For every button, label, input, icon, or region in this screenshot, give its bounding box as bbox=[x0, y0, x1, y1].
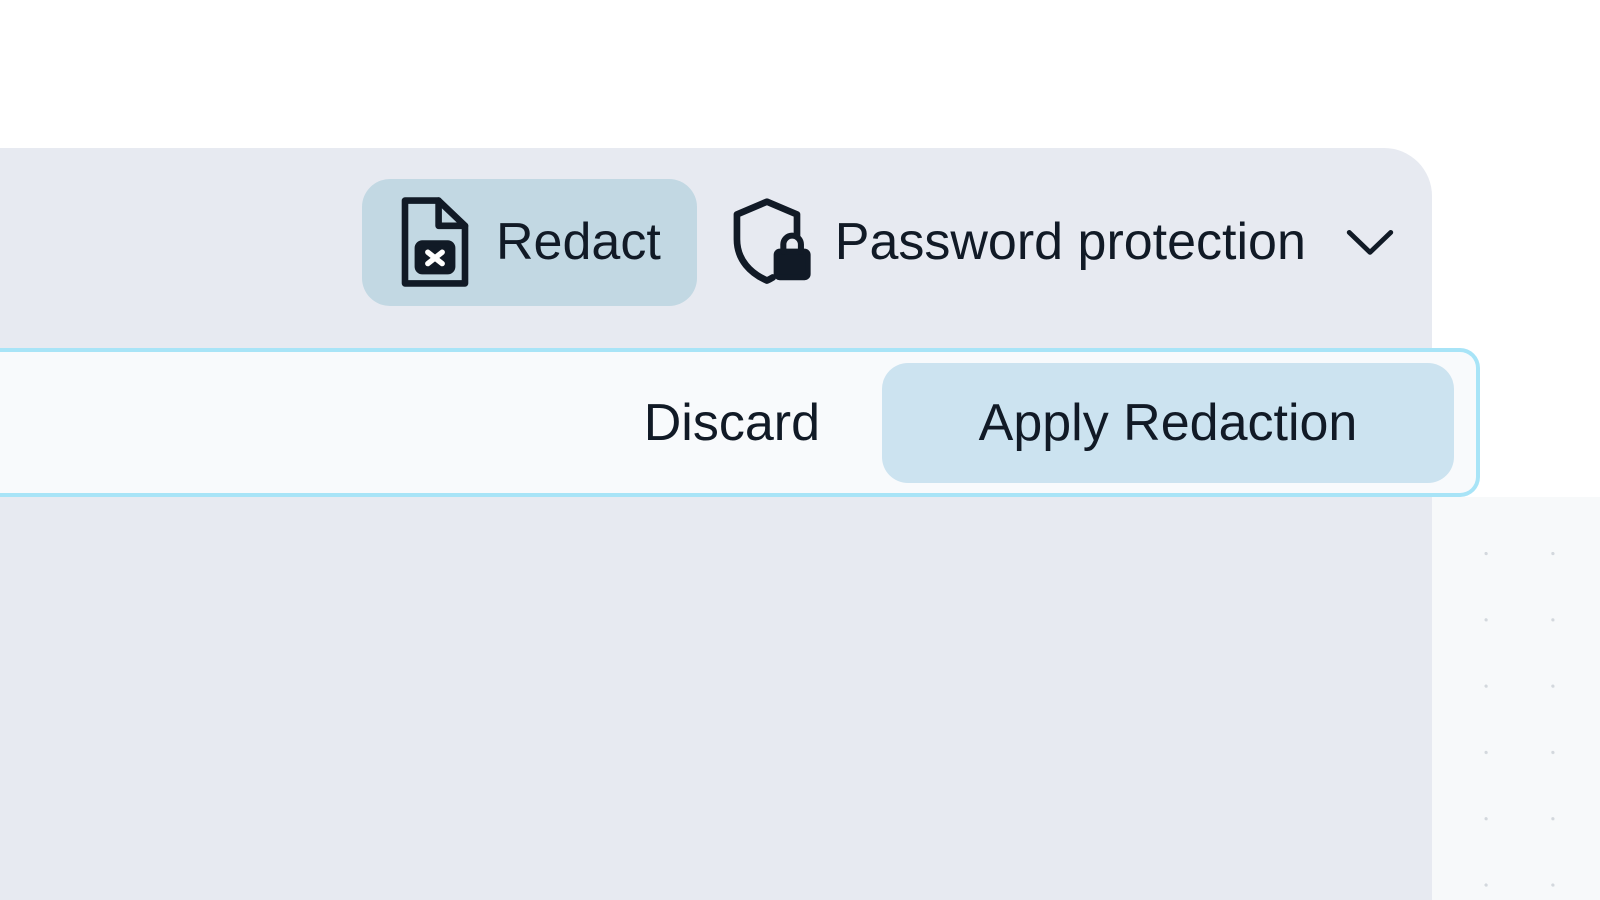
top-strip bbox=[0, 0, 1600, 148]
shield-lock-icon bbox=[729, 195, 811, 289]
password-protection-label: Password protection bbox=[834, 213, 1306, 271]
redaction-toolbar: Redact Password protection bbox=[0, 148, 1432, 336]
file-redact-icon bbox=[396, 194, 474, 290]
editor-panel: Redact Password protection bbox=[0, 148, 1432, 900]
chevron-down-icon bbox=[1344, 226, 1396, 258]
apply-redaction-button[interactable]: Apply Redaction bbox=[882, 362, 1454, 483]
redaction-action-bar: Discard Apply Redaction bbox=[0, 348, 1480, 497]
discard-button[interactable]: Discard bbox=[592, 363, 872, 483]
redact-tool-label: Redact bbox=[496, 213, 661, 271]
password-protection-button[interactable]: Password protection bbox=[715, 179, 1406, 306]
redact-tool-button[interactable]: Redact bbox=[362, 178, 697, 306]
